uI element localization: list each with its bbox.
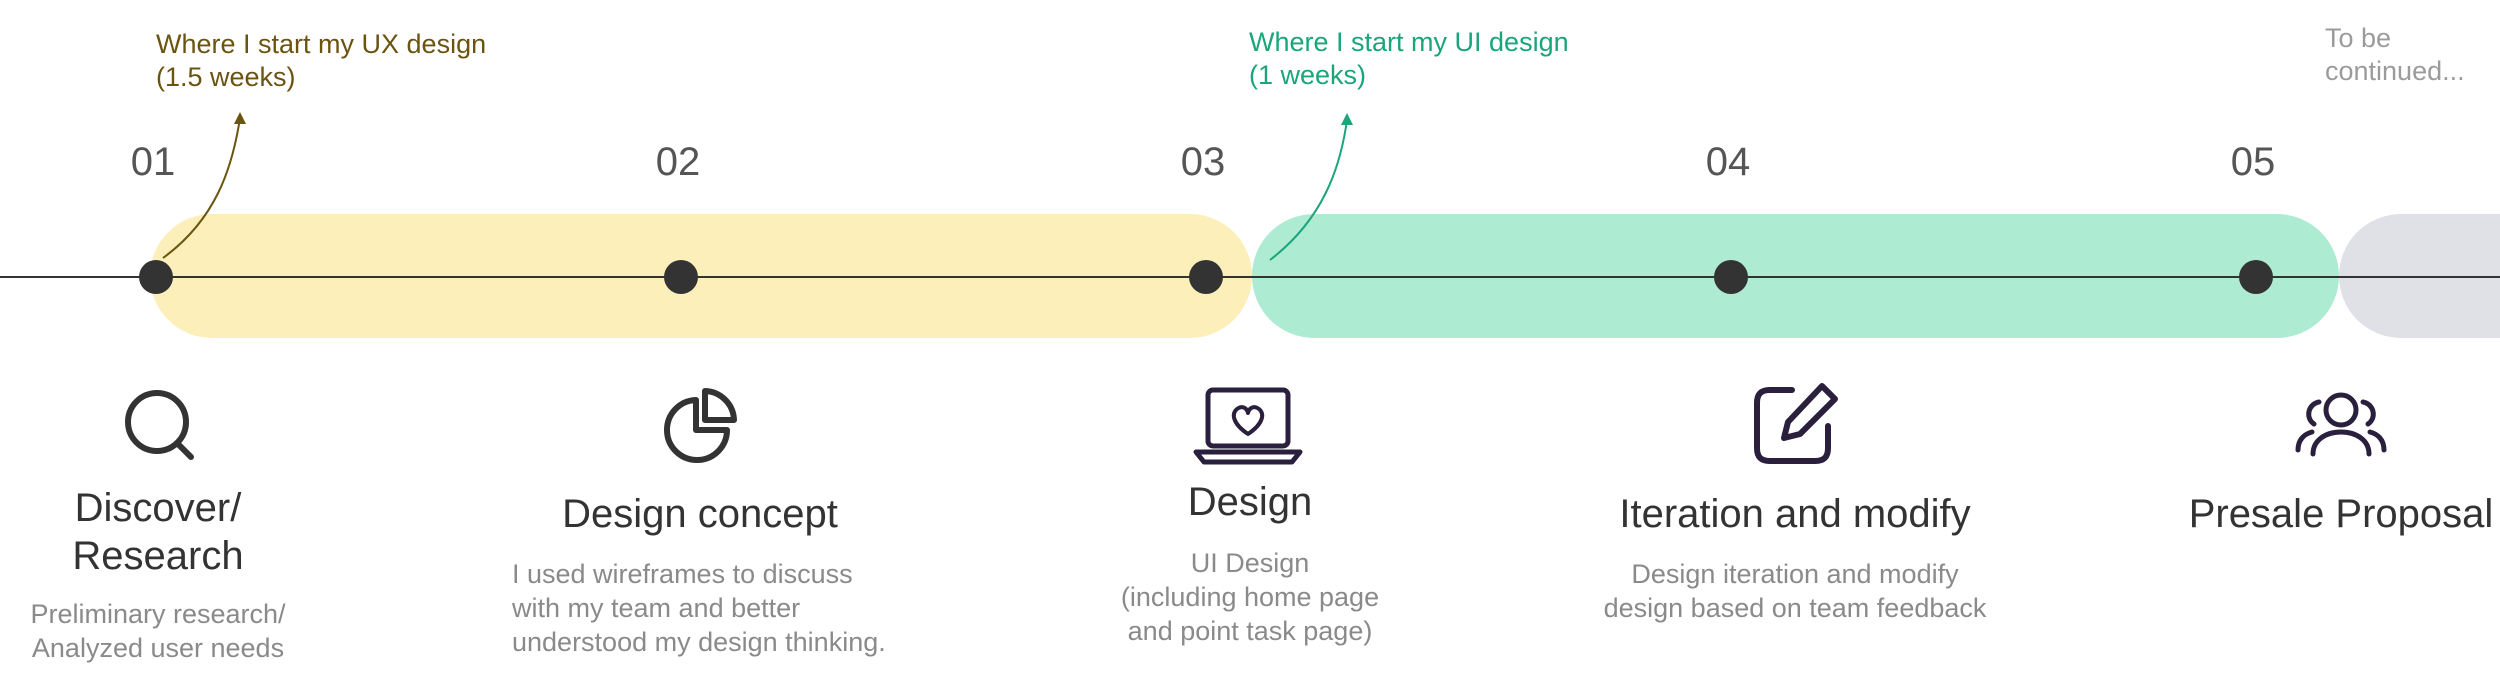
users-icon (2295, 392, 2387, 457)
ux-start-note: Where I start my UX design (1.5 weeks) (156, 29, 487, 92)
timeline-axis (0, 276, 2500, 278)
step-description-01: Preliminary research/ Analyzed user need… (30, 599, 286, 663)
step-dot-02 (664, 260, 698, 294)
step-title-01: Discover/ Research (72, 486, 244, 578)
step-number-04: 04 (1705, 140, 1751, 184)
step-title-02: Design concept (562, 492, 838, 536)
ux-arrow (162, 117, 241, 259)
step-title-04: Iteration and modify (1619, 492, 1971, 536)
step-number-03: 03 (1180, 140, 1226, 184)
step-description-02: I used wireframes to discuss with my tea… (512, 559, 886, 657)
laptop-heart-icon (1193, 387, 1303, 465)
step-dot-05 (2239, 260, 2273, 294)
pie-chart-icon (664, 388, 737, 463)
step-number-05: 05 (2230, 140, 2276, 184)
ux-arrowhead (234, 112, 246, 124)
ui-arrowhead (1341, 113, 1353, 125)
step-dot-04 (1714, 260, 1748, 294)
edit-icon (1754, 383, 1838, 464)
step-description-04: Design iteration and modify design based… (1603, 559, 1987, 623)
step-dot-01 (139, 260, 173, 294)
ui-arrow (1269, 119, 1348, 261)
to-be-continued-note: To be continued... (2325, 23, 2465, 86)
ui-start-note: Where I start my UI design (1 weeks) (1249, 27, 1569, 90)
step-number-01: 01 (130, 140, 176, 184)
search-icon (125, 390, 194, 460)
step-number-02: 02 (655, 140, 701, 184)
step-title-03: Design (1187, 480, 1313, 524)
step-dot-03 (1189, 260, 1223, 294)
step-title-05: Presale Proposal (2188, 492, 2494, 536)
step-description-03: UI Design (including home page and point… (1120, 548, 1380, 646)
